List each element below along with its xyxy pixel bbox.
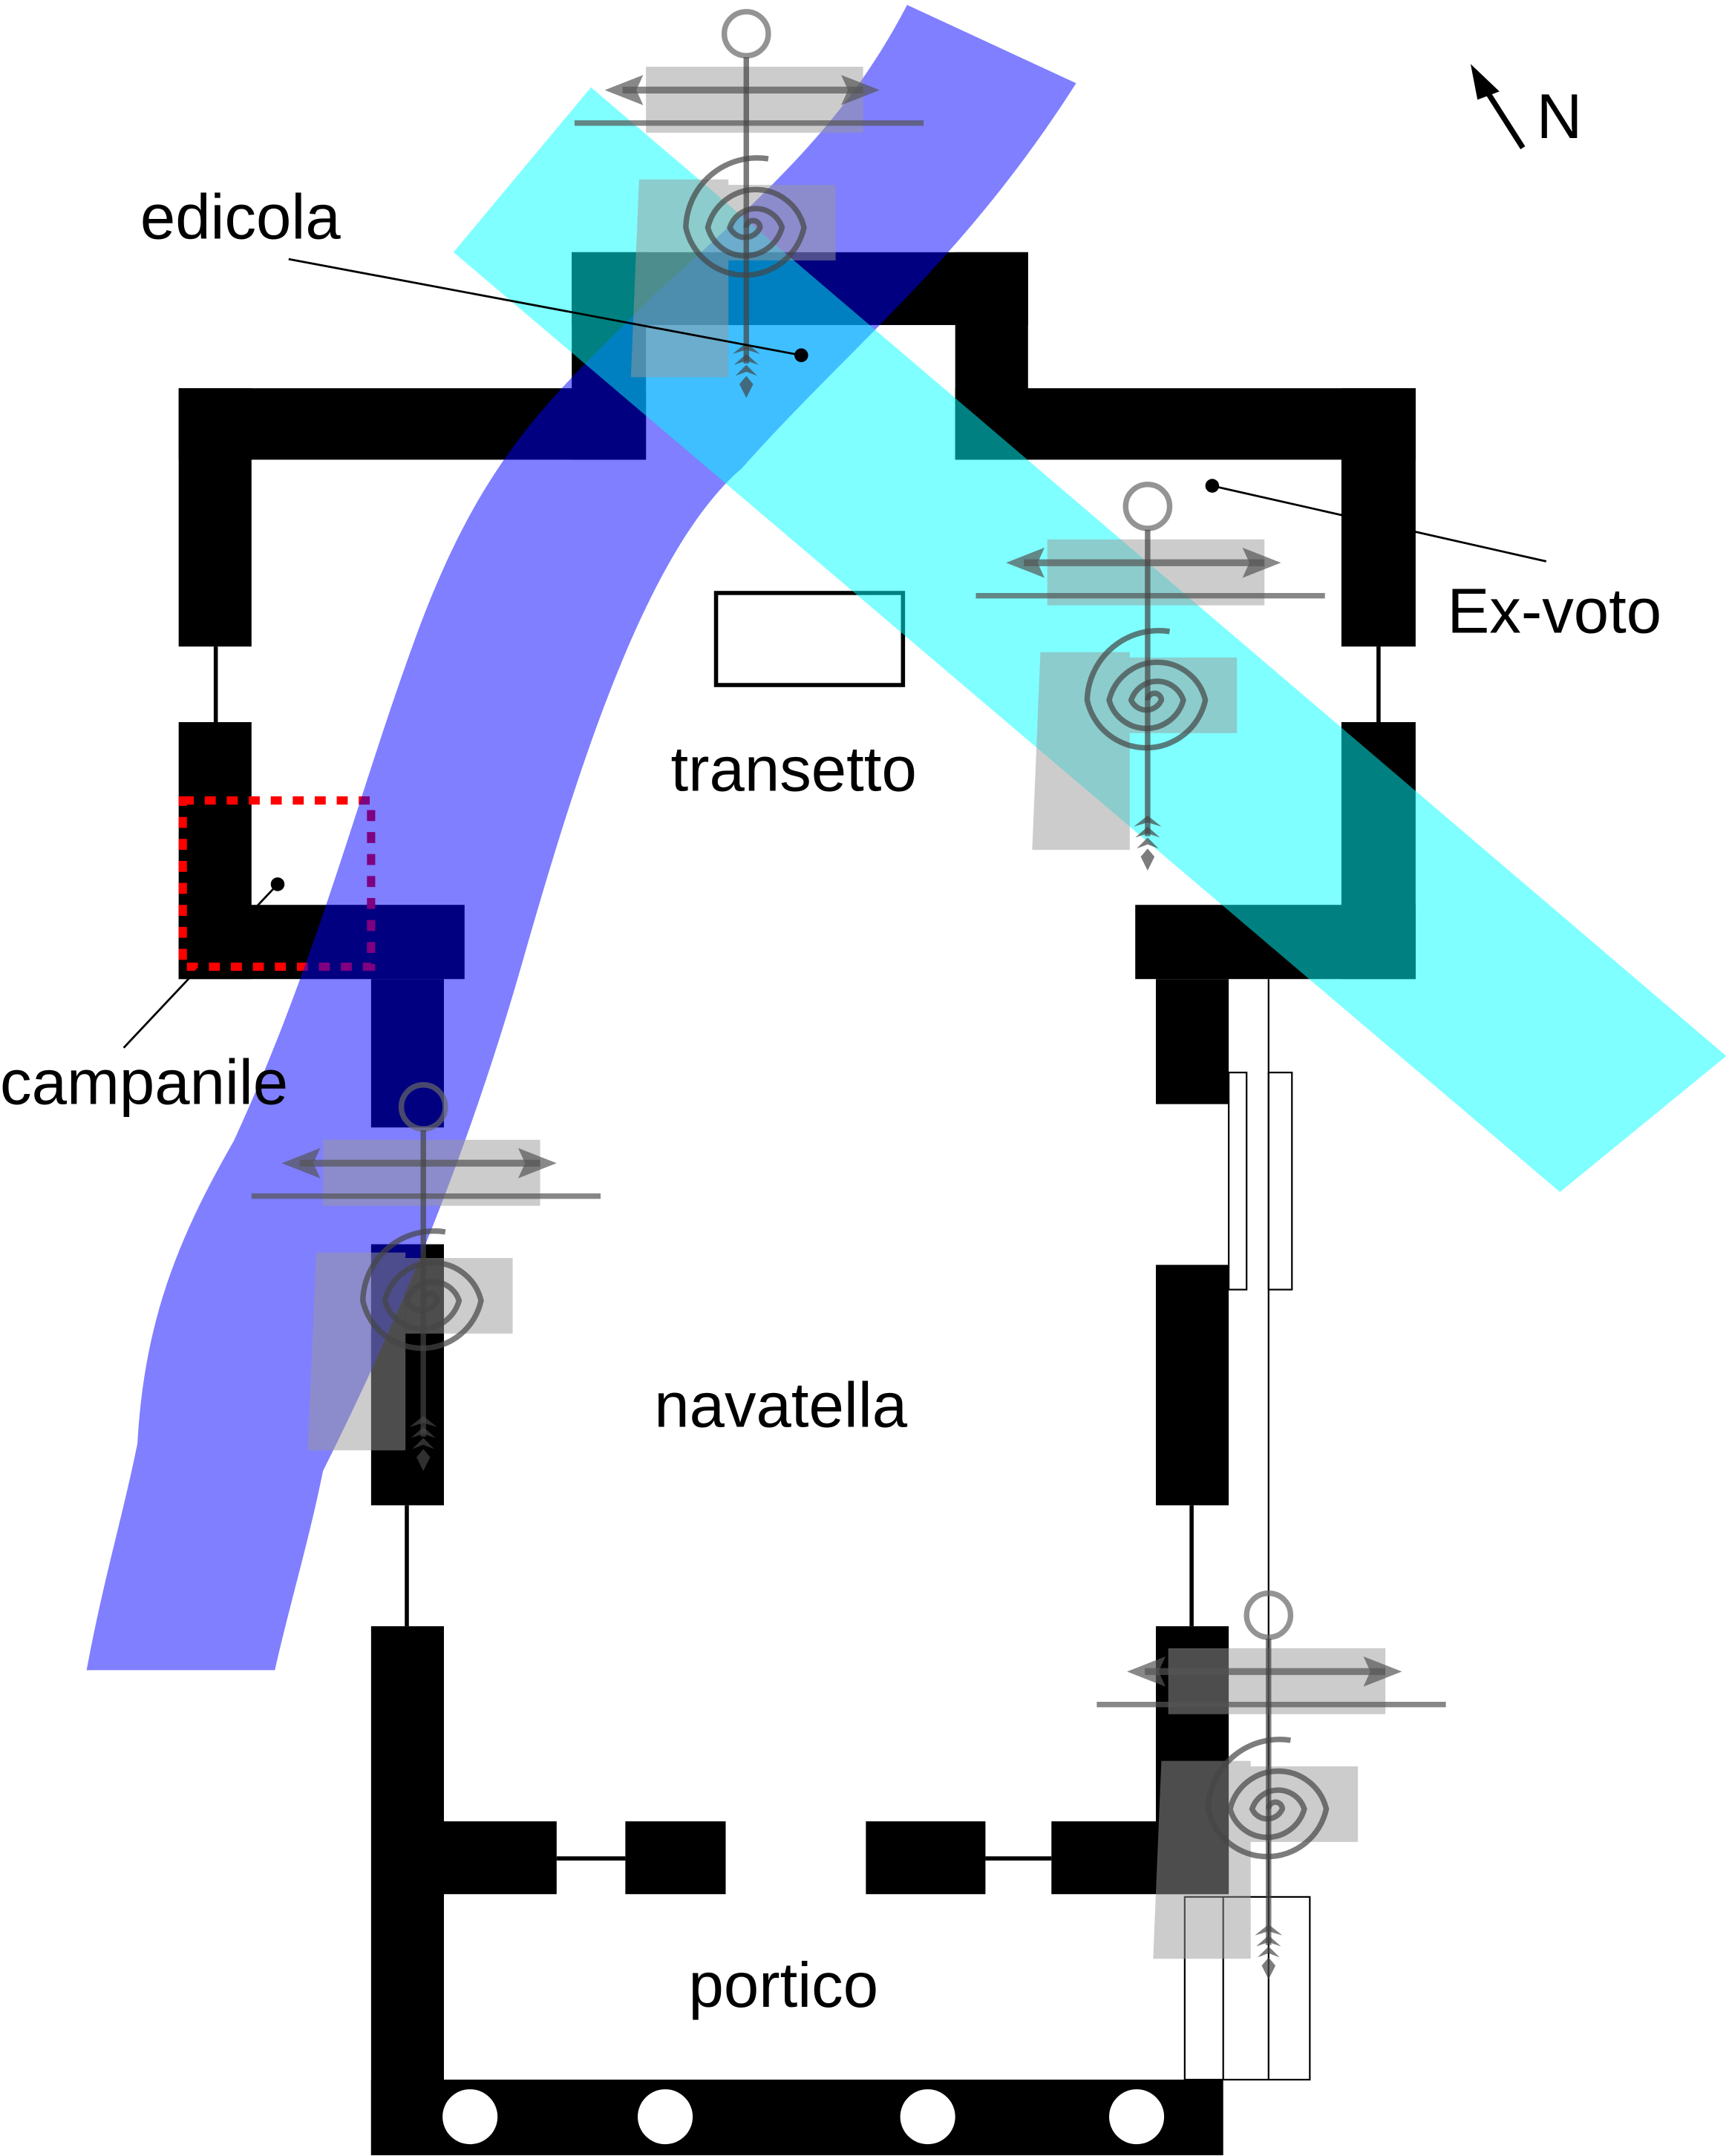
altar [713,591,906,687]
label-campanile: campanile [0,1048,288,1118]
ex-voto-symbol [1096,1593,1445,1979]
label-transetto: transetto [670,735,916,805]
label-edicola: edicola [140,182,341,252]
label-portico: portico [689,1950,879,2021]
north-label: N [1537,82,1583,152]
leader-lines [122,258,1547,1049]
label-ex-voto: Ex-voto [1447,577,1661,647]
cyan-band [453,87,1727,1193]
label-navatella: navatella [654,1371,908,1441]
north-arrow-icon [1470,64,1526,150]
